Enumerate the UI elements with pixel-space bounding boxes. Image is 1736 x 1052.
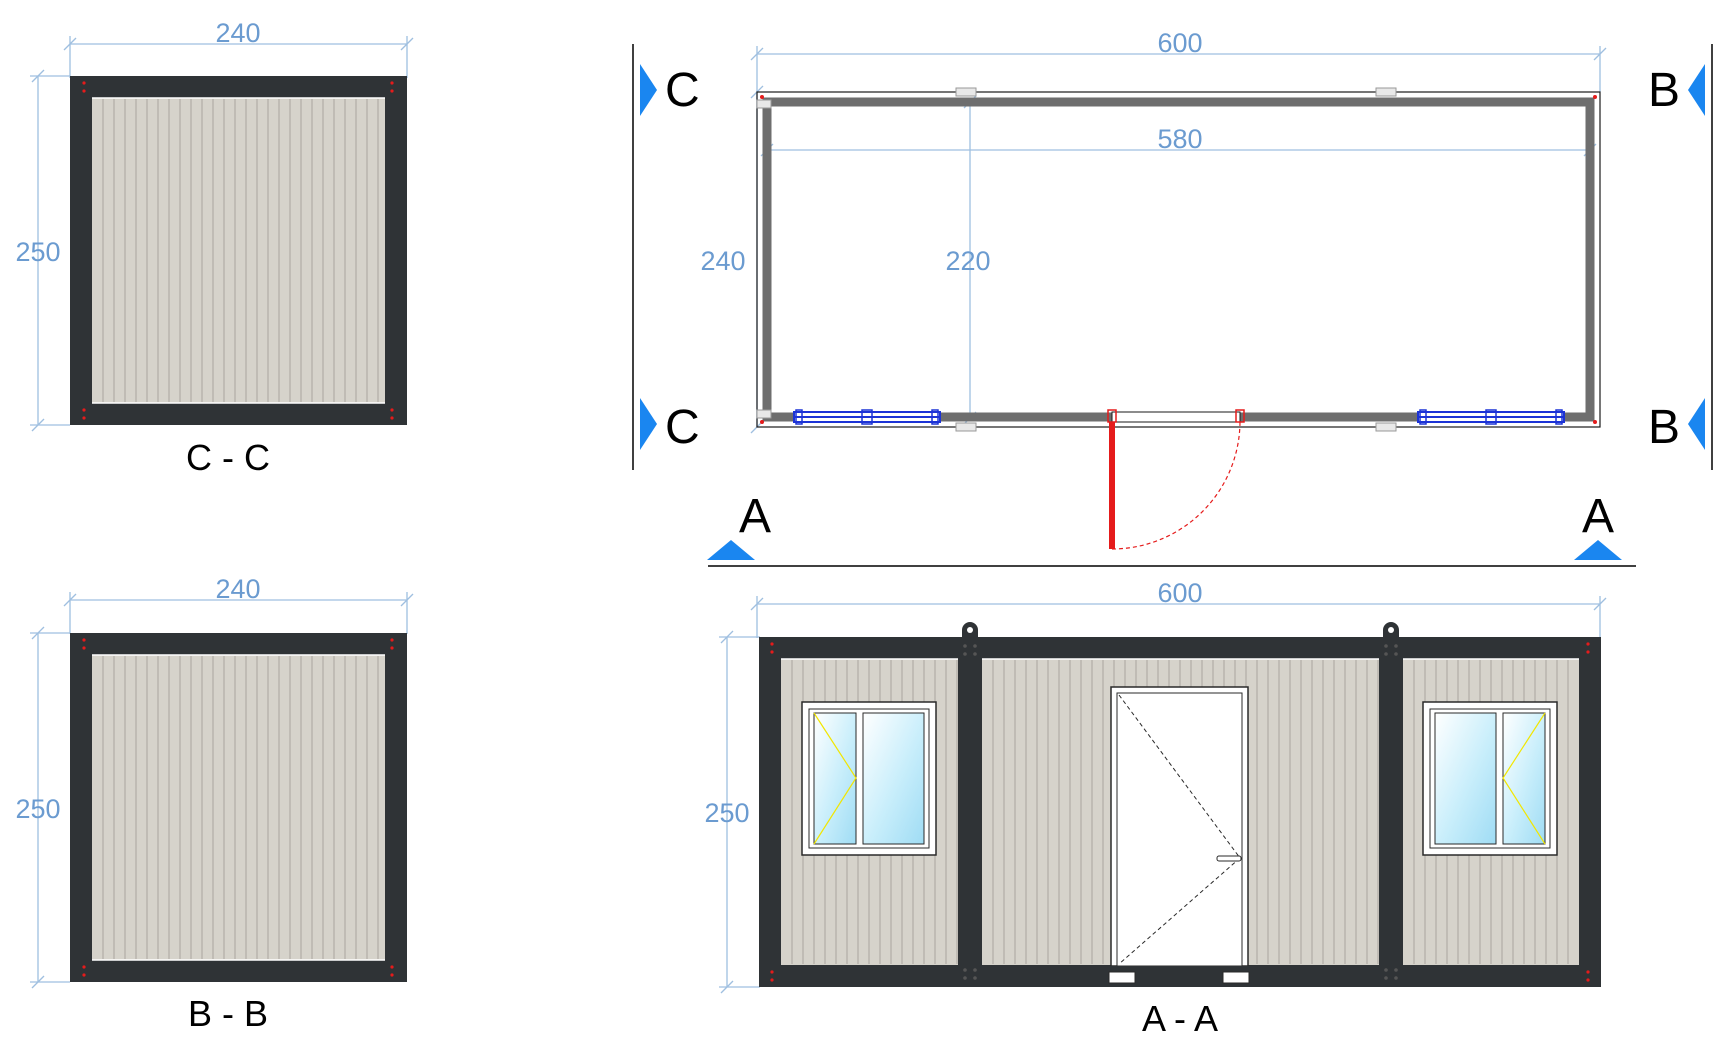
- dimension-outer-depth: 240: [700, 85, 764, 434]
- dimension-outer-width: 600: [750, 28, 1607, 92]
- section-marker-c-bottom: C: [640, 398, 700, 454]
- dimension-width-a-a: 600: [750, 578, 1607, 638]
- corner-fittings: [82, 638, 394, 977]
- dimension-label: 240: [700, 246, 745, 276]
- forklift-pocket: [1108, 971, 1136, 984]
- window-plan-right: [1417, 409, 1565, 425]
- dimension-inner-width: 580: [760, 124, 1597, 157]
- marker-arrow-icon: [1574, 540, 1622, 560]
- dimension-label: 580: [1157, 124, 1202, 154]
- forklift-pocket: [1222, 971, 1250, 984]
- dimension-width-label: 600: [1157, 578, 1202, 608]
- marker-label: C: [665, 64, 700, 117]
- view-title: B - B: [188, 993, 268, 1034]
- window-left: [801, 701, 937, 856]
- marker-arrow-icon: [640, 64, 657, 116]
- wall-elevation: [759, 622, 1601, 987]
- dimension-height-c-c: 250: [15, 69, 70, 432]
- view-title: C - C: [186, 437, 270, 478]
- section-marker-a-left: A: [707, 490, 771, 560]
- door-handle: [1216, 855, 1242, 862]
- frame-posts: [756, 87, 1397, 432]
- entrance-door: [1108, 686, 1251, 984]
- section-marker-b-bottom: B: [1648, 398, 1705, 454]
- door-swing-arc: [1111, 420, 1241, 550]
- corner-fittings: [82, 81, 394, 420]
- dimension-height-label: 250: [704, 798, 749, 828]
- post-bolts: [963, 644, 1398, 980]
- lifting-eye-right: [1383, 622, 1399, 637]
- dimension-height-b-b: 250: [15, 626, 70, 989]
- wall-elevation: [70, 76, 407, 425]
- marker-arrow-icon: [640, 398, 657, 450]
- wall-elevation: [70, 633, 407, 982]
- section-view-a-a: 600 250: [704, 578, 1607, 1039]
- marker-arrow-icon: [1688, 398, 1705, 450]
- dimension-height-label: 250: [15, 237, 60, 267]
- corner-fittings: [770, 642, 1590, 982]
- container-outline: [756, 91, 1601, 428]
- section-marker-a-right: A: [1574, 490, 1622, 560]
- sandwich-panel: [92, 655, 385, 960]
- marker-label: A: [1582, 490, 1614, 543]
- dimension-width-label: 240: [215, 18, 260, 48]
- dimension-width-c-c: 240: [63, 18, 414, 78]
- marker-arrow-icon: [707, 540, 755, 560]
- marker-label: C: [665, 401, 700, 454]
- dimension-inner-depth: 220: [945, 95, 991, 425]
- section-marker-b-top: B: [1648, 64, 1705, 117]
- marker-label: B: [1648, 401, 1680, 454]
- dimension-height-a-a: 250: [704, 630, 760, 994]
- dimension-label: 220: [945, 246, 990, 276]
- tilt-opening-indicator: [1502, 712, 1546, 845]
- door-plan: [1107, 409, 1245, 550]
- floor-plan: C C B B A A 600: [632, 28, 1713, 567]
- marker-label: B: [1648, 64, 1680, 117]
- lifting-eye-left: [962, 622, 978, 637]
- dimension-height-label: 250: [15, 794, 60, 824]
- tilt-opening-indicator: [813, 712, 857, 845]
- section-view-c-c: 240 250 C - C: [15, 18, 414, 478]
- corner-fittings: [760, 95, 1597, 424]
- sandwich-panel: [92, 98, 385, 403]
- window-right: [1422, 701, 1558, 856]
- marker-arrow-icon: [1688, 64, 1705, 116]
- dimension-width-b-b: 240: [63, 574, 414, 634]
- dimension-label: 600: [1157, 28, 1202, 58]
- marker-label: A: [739, 490, 771, 543]
- window-plan-left: [793, 409, 941, 425]
- dimension-width-label: 240: [215, 574, 260, 604]
- view-title: A - A: [1142, 998, 1218, 1039]
- section-view-b-b: 240 250 B - B: [15, 574, 414, 1034]
- section-marker-c-top: C: [640, 64, 700, 117]
